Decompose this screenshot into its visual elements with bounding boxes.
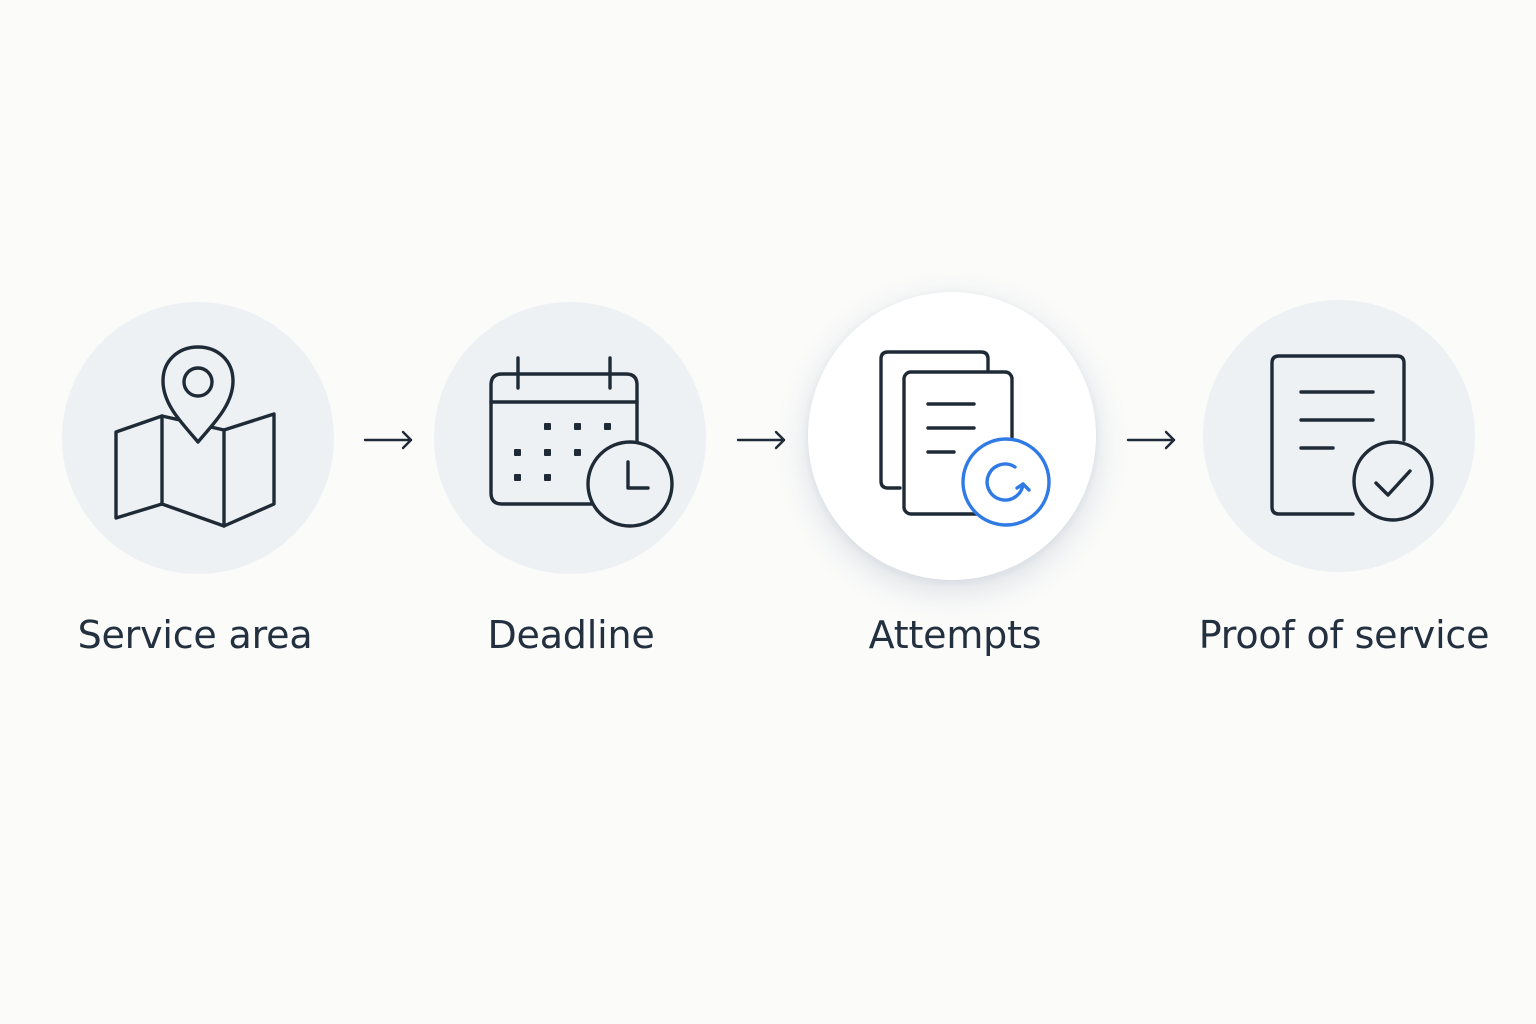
arrow-right-icon [1126, 430, 1176, 450]
step-label-deadline: Deadline [487, 613, 655, 657]
calendar-clock-icon [489, 356, 674, 528]
document-check-icon [1270, 354, 1434, 522]
step-label-attempts: Attempts [868, 613, 1042, 657]
step-label-service-area: Service area [77, 613, 313, 657]
step-proof-of-service [1203, 300, 1475, 572]
arrow-right-icon [363, 430, 413, 450]
step-deadline [434, 302, 706, 574]
arrow-right-icon [736, 430, 786, 450]
step-service-area [62, 302, 334, 574]
documents-refresh-icon [879, 350, 1051, 527]
step-label-proof-of-service: Proof of service [1198, 613, 1490, 657]
map-pin-icon [114, 345, 276, 528]
step-attempts [808, 292, 1096, 580]
